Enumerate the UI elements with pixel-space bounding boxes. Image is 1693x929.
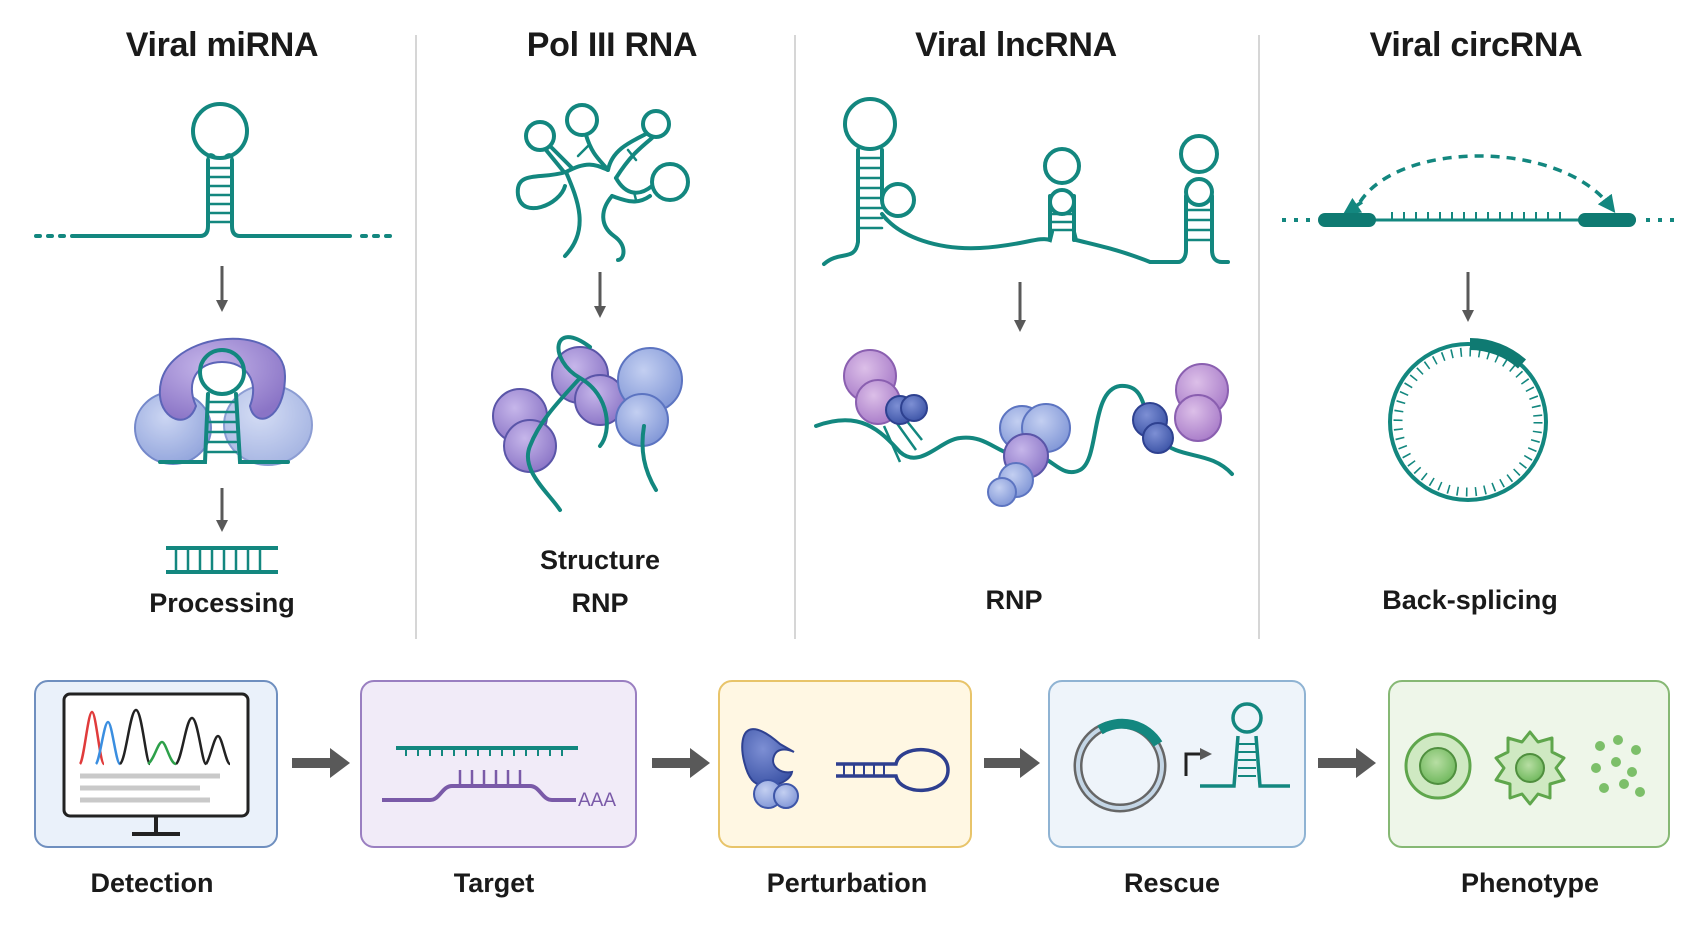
panel-label-rnp: RNP: [571, 588, 629, 618]
panel-title-viral-circrna: Viral circRNA: [1369, 26, 1583, 64]
mirna-hairpin-bound: [158, 348, 290, 464]
back-splicing-precursor-icon: [1282, 154, 1674, 227]
panel-divider: [1258, 35, 1260, 639]
arrow-right-icon: [652, 748, 710, 778]
panel-title-pol-iii-rna: Pol III RNA: [526, 26, 698, 64]
lncrna-structure-icon: [822, 97, 1230, 266]
workflow-label-rescue: Rescue: [1123, 868, 1221, 898]
panel-label-back-splicing: Back-splicing: [1382, 585, 1558, 615]
workflow-label-phenotype: Phenotype: [1460, 868, 1600, 898]
panel-label-structure: Structure: [539, 545, 661, 575]
workflow-label-target: Target: [453, 868, 535, 898]
monitor-chromatogram-icon: [62, 692, 250, 836]
panel-divider: [415, 35, 417, 639]
workflow-arrows: [292, 748, 1376, 778]
panel-label-processing: Processing: [149, 588, 295, 618]
mirna-target-duplex-icon: [382, 746, 578, 802]
cell-phenotype-icon: [1404, 730, 1645, 806]
arrow-right-icon: [984, 748, 1040, 778]
workflow-box-rescue: [1048, 680, 1306, 848]
workflow-label-detection: Detection: [90, 868, 214, 898]
pol-iii-rna-structure-icon: [515, 103, 690, 262]
workflow-box-target: [360, 680, 637, 848]
plasmid-expression-icon: [1073, 702, 1290, 813]
workflow-label-perturbation: Perturbation: [766, 868, 928, 898]
arrow-right-icon: [292, 748, 350, 778]
protein-hairpin-icon: [741, 728, 950, 809]
circrna-circle-icon: [1388, 338, 1548, 502]
panel-title-viral-mirna: Viral miRNA: [125, 26, 319, 64]
arrow-right-icon: [1318, 748, 1376, 778]
lncrna-rnp-complex-icon: [814, 349, 1234, 507]
panel-divider: [794, 35, 796, 639]
mirna-duplex-icon: [166, 546, 278, 574]
panel-title-viral-lncrna: Viral lncRNA: [915, 26, 1117, 64]
pol-iii-rnp-complex-icon: [492, 335, 683, 512]
dicer-complex-icon: [134, 337, 313, 466]
panel-label-rnp: RNP: [985, 585, 1043, 615]
viral-mirna-panel-art: [34, 102, 392, 238]
poly-a-tail-label: AAA: [578, 790, 616, 811]
